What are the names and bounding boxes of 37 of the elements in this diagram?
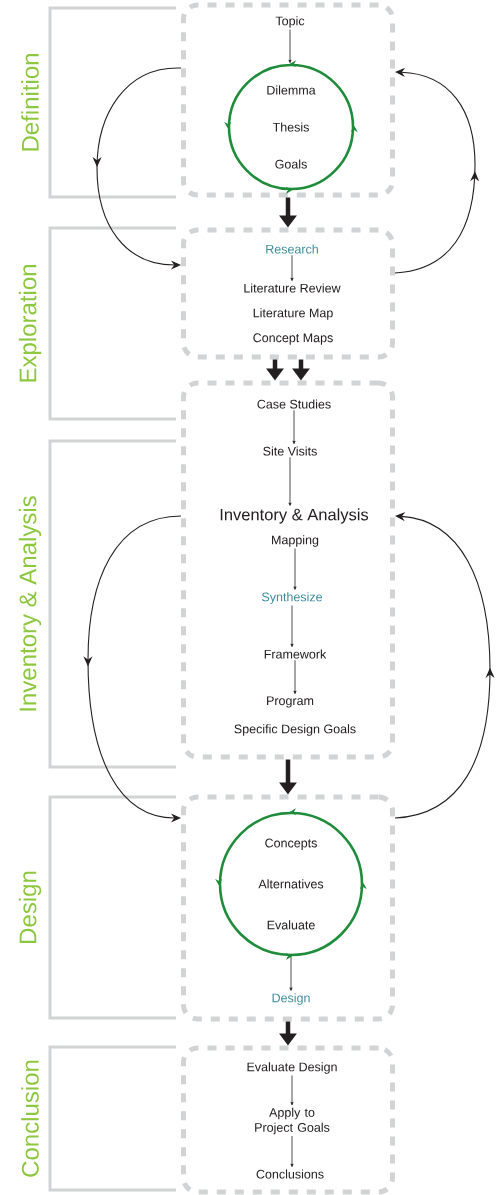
step-label: Topic bbox=[275, 16, 305, 28]
arrow bbox=[292, 409, 296, 445]
stage-label: Definition bbox=[21, 54, 39, 151]
step-label: Literature Map bbox=[253, 308, 333, 320]
step-label: Literature Review bbox=[244, 283, 341, 293]
step-label: Program bbox=[267, 696, 314, 708]
arrow bbox=[290, 1135, 294, 1168]
step-label: Case Studies bbox=[257, 399, 331, 409]
step-label: Apply to Project Goals bbox=[255, 1107, 330, 1135]
step-label: Evaluate Design bbox=[247, 1062, 337, 1074]
step-label: Concept Maps bbox=[253, 333, 333, 345]
step-label: Mapping bbox=[272, 535, 319, 547]
arrow bbox=[288, 456, 292, 506]
arrow bbox=[290, 254, 294, 282]
step-label: Inventory & Analysis bbox=[217, 506, 371, 526]
dashed-box bbox=[181, 380, 395, 760]
stage-label: Conclusion bbox=[21, 1060, 39, 1177]
arrow bbox=[293, 659, 297, 695]
arrow bbox=[288, 29, 292, 64]
dashed-box bbox=[181, 2, 395, 198]
dashed-box bbox=[181, 1045, 395, 1195]
step-label: Conclusions bbox=[256, 1169, 324, 1179]
step-label: Site Visits bbox=[263, 446, 317, 456]
arrow bbox=[293, 548, 297, 590]
step-label: Framework bbox=[264, 649, 327, 659]
stage-label: Inventory & Analysis bbox=[18, 496, 42, 711]
step-label: Synthesize bbox=[262, 592, 322, 604]
arrow bbox=[290, 1075, 294, 1106]
dashed-box bbox=[181, 227, 395, 360]
step-label: Specific Design Goals bbox=[234, 724, 356, 736]
arrow bbox=[289, 955, 293, 991]
step-label: Research bbox=[266, 244, 318, 254]
dashed-box bbox=[181, 794, 395, 1022]
stage-label: Exploration bbox=[18, 265, 42, 382]
stage-label: Design bbox=[18, 871, 42, 943]
step-label: Design bbox=[272, 993, 310, 1005]
arrow bbox=[290, 605, 294, 648]
